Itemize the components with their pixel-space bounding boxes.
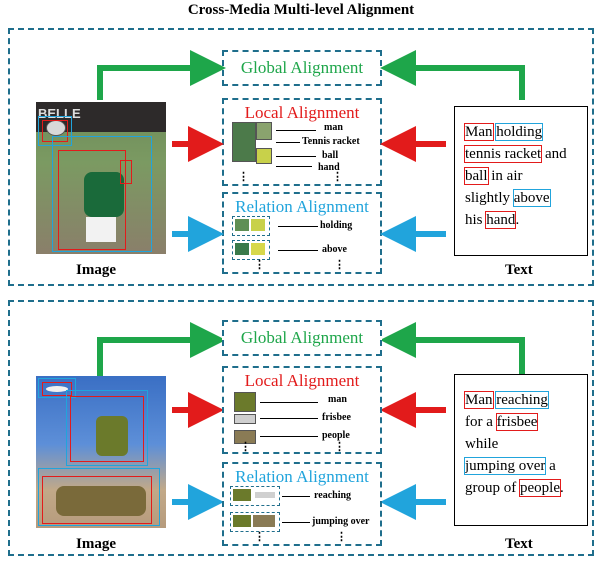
local-item-man: man — [324, 122, 343, 133]
caption-phrase-red: people — [519, 479, 561, 497]
caption-line: slightly above — [465, 189, 551, 207]
local-dots-right-2: ⋮ — [334, 441, 345, 453]
global-alignment-label: Global Alignment — [240, 58, 364, 77]
bottom-panel — [8, 300, 594, 556]
global-alignment-label-2: Global Alignment — [240, 328, 364, 347]
relation-dots-right-2: ⋮ — [336, 531, 347, 543]
local-thumb-frisbee — [234, 414, 256, 424]
text-caption-2: Text — [505, 536, 533, 552]
local-alignment-label-2: Local Alignment — [244, 371, 360, 390]
caption-phrase-blue: jumping over — [463, 457, 547, 475]
global-arrow-right-2 — [380, 322, 525, 376]
caption-phrase-red: tennis racket — [463, 145, 543, 163]
caption-word: while — [465, 436, 499, 452]
caption-word: . — [515, 212, 520, 228]
caption-word: slightly — [465, 190, 514, 206]
local-item-racket: Tennis racket — [302, 136, 360, 147]
local-thumb-man-2 — [234, 392, 256, 412]
caption-line: while — [465, 435, 498, 453]
caption-word: his — [465, 212, 487, 228]
tennis-image: BELLE — [36, 102, 166, 254]
jumper-shirt — [96, 416, 128, 456]
caption-line: jumping over a — [463, 457, 556, 475]
player-shorts — [86, 217, 116, 242]
caption-word: in air — [487, 168, 523, 184]
local-thumb-man — [232, 122, 256, 162]
caption-line: Man holding — [464, 123, 544, 141]
caption-word: a — [545, 458, 556, 474]
text-box-2: Man reaching for a frisbee while jumping ov… — [454, 374, 588, 526]
tennis-banner-text: BELLE — [38, 106, 81, 121]
local-item-man-2: man — [328, 394, 347, 405]
caption-phrase-blue: holding — [495, 123, 544, 141]
caption-line: Man reaching — [464, 391, 549, 409]
relation-item-above: above — [322, 244, 347, 255]
diagram-title: Cross-Media Multi-level Alignment — [187, 2, 415, 18]
caption-phrase-red: Man — [464, 391, 494, 409]
relation-alignment-label: Relation Alignment — [235, 197, 369, 216]
local-dots-right: ⋮ — [332, 171, 343, 183]
top-panel — [8, 28, 594, 286]
text-box: Man holding tennis racket and ball in air s… — [454, 106, 588, 256]
local-alignment-label: Local Alignment — [244, 103, 360, 122]
caption-phrase-red: Man — [464, 123, 494, 141]
caption-phrase-blue: above — [512, 189, 551, 207]
caption-line: tennis racket and — [463, 145, 567, 163]
caption-line: for a frisbee — [465, 413, 539, 431]
relation-item-holding: holding — [320, 220, 353, 231]
caption-word: . — [559, 480, 564, 496]
global-arrow-left-2 — [97, 322, 226, 376]
local-thumb-ball — [256, 148, 272, 164]
relation-dots-left-2: ⋮ — [254, 531, 265, 543]
local-dots-left-2: ⋮ — [240, 441, 251, 453]
local-thumb-racket — [256, 122, 272, 140]
local-item-people: people — [322, 430, 350, 441]
local-item-hand: hand — [318, 162, 340, 173]
local-dots-left: ⋮ — [238, 171, 249, 183]
relation-alignment-box-2: Relation Alignment reaching jumping over… — [222, 462, 382, 546]
caption-word: and — [541, 146, 567, 162]
caption-phrase-red: hand — [485, 211, 517, 229]
caption-word: group of — [465, 480, 520, 496]
player-shirt — [84, 172, 124, 217]
local-alignment-box: Local Alignment man Tennis racket ball h… — [222, 98, 382, 186]
caption-word: for a — [465, 414, 497, 430]
relation-alignment-label-2: Relation Alignment — [235, 467, 369, 486]
frisbee-image — [36, 376, 166, 528]
text-caption: Text — [505, 262, 533, 278]
relation-alignment-box: Relation Alignment holding above ⋮ ⋮ — [222, 192, 382, 274]
caption-phrase-red: ball — [464, 167, 489, 185]
caption-phrase-red: frisbee — [495, 413, 539, 431]
image-caption-2: Image — [76, 536, 116, 552]
local-thumb-people — [234, 430, 256, 444]
caption-line: his hand. — [465, 211, 519, 229]
relation-item-reaching: reaching — [314, 490, 352, 501]
relation-item-jumping-over: jumping over — [312, 516, 370, 527]
caption-line: group of people. — [465, 479, 564, 497]
local-alignment-box-2: Local Alignment man frisbee people ⋮ ⋮ — [222, 366, 382, 454]
local-item-frisbee: frisbee — [322, 412, 351, 423]
global-arrow-right — [380, 50, 525, 100]
global-alignment-box-2: Global Alignment — [222, 320, 382, 356]
crowd-shape — [56, 486, 146, 516]
relation-dots-left: ⋮ — [254, 259, 265, 271]
caption-line: ball in air — [464, 167, 523, 185]
caption-phrase-blue: reaching — [495, 391, 549, 409]
global-arrow-left — [97, 50, 226, 100]
local-item-ball: ball — [322, 150, 339, 161]
relation-dots-right: ⋮ — [334, 259, 345, 271]
image-caption: Image — [76, 262, 116, 278]
frisbee-shape — [46, 386, 68, 392]
global-alignment-box: Global Alignment — [222, 50, 382, 86]
